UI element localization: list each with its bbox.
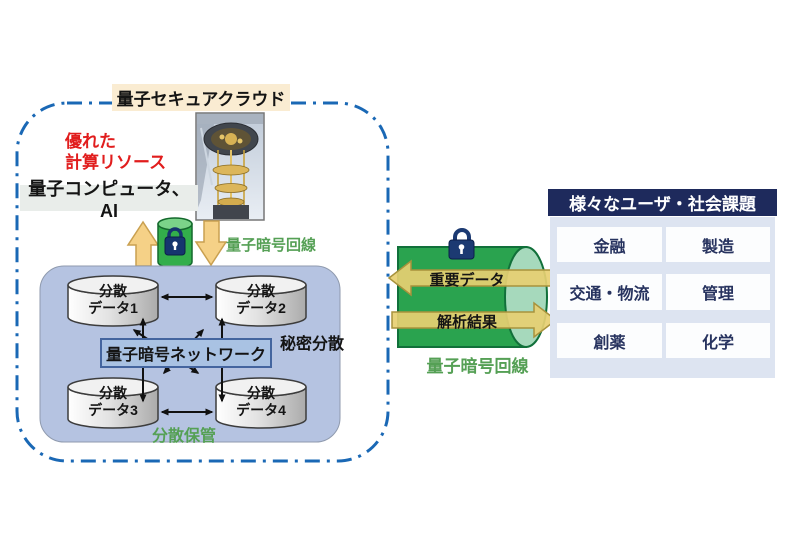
user-cell-finance: 金融	[557, 227, 662, 262]
cloud-title: 量子セキュアクラウド	[112, 84, 290, 111]
secret-sharing-label: 秘密分散	[280, 336, 345, 353]
quantum-computer-photo	[195, 112, 265, 221]
channel-caption: 量子暗号回線	[426, 357, 529, 376]
lock-icon	[164, 227, 186, 256]
upstream-label: 重要データ	[429, 272, 505, 289]
compute-label: 量子コンピュータ、AI	[20, 179, 198, 221]
data-node-1-label: 分散 データ1	[88, 283, 138, 316]
qkd-link-label: 量子暗号回線	[226, 237, 317, 254]
compute-caption: 優れた 計算リソース	[65, 132, 167, 172]
downstream-label: 解析結果	[436, 314, 497, 331]
user-cell-drug-discovery: 創薬	[557, 323, 662, 358]
user-cell-transport-logistics: 交通・物流	[557, 274, 662, 310]
user-cell-manufacturing: 製造	[666, 227, 770, 262]
lock-icon	[448, 228, 475, 260]
qkd-network-box: 量子暗号ネットワーク	[100, 338, 272, 368]
downlink-arrow	[194, 220, 228, 267]
data-node-2-label: 分散 データ2	[236, 283, 286, 316]
downstream-arrow	[391, 301, 558, 339]
qkd-channel-tube	[387, 228, 558, 348]
uplink-arrow	[126, 220, 160, 267]
storage-label: 分散保管	[152, 428, 217, 445]
data-node-4-label: 分散 データ4	[236, 385, 286, 418]
data-node-3-label: 分散 データ3	[88, 385, 138, 418]
user-cell-chemistry: 化学	[666, 323, 770, 358]
encrypted-data-cylinder	[157, 217, 193, 269]
user-cell-management: 管理	[666, 274, 770, 310]
users-panel-title: 様々なユーザ・社会課題	[548, 189, 777, 216]
